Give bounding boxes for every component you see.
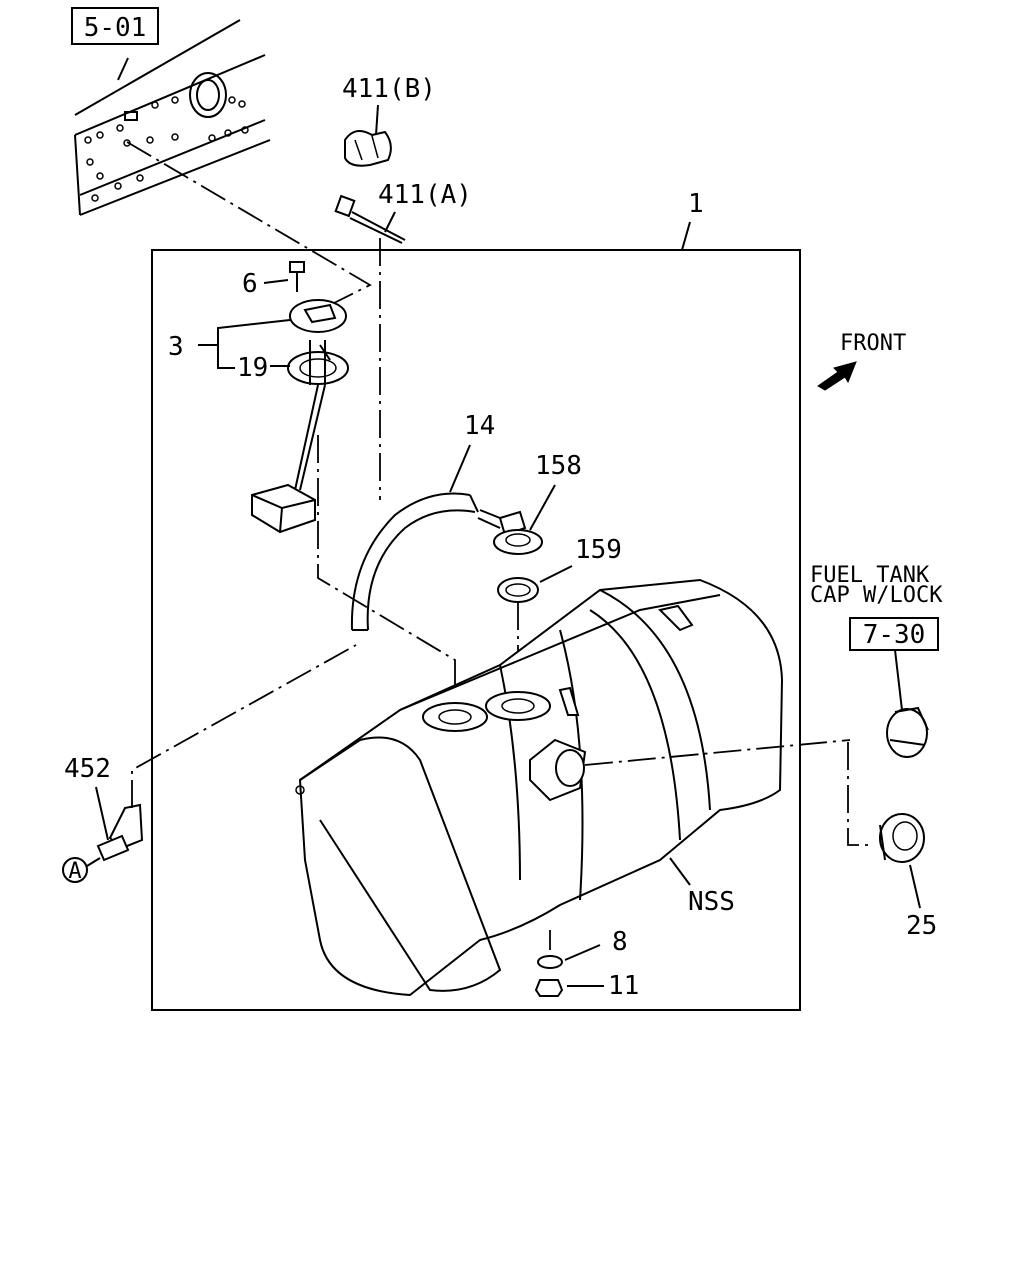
cap-label-line2: CAP W/LOCK (810, 583, 943, 608)
label-411a: 411(A) (378, 180, 472, 210)
label-19: 19 (237, 353, 268, 383)
screw-6 (289, 261, 305, 292)
cap-ref-label: 7-30 (863, 620, 926, 650)
label-11: 11 (608, 971, 639, 1001)
label-a: A (68, 859, 81, 884)
label-452: 452 (64, 754, 111, 784)
frame-rail (74, 19, 271, 216)
frame-ref-label: 5-01 (84, 13, 147, 43)
frame-ref-box: 5-01 (71, 7, 159, 45)
front-arrow (817, 361, 857, 391)
front-label: FRONT (840, 331, 906, 356)
breather-valve-158 (477, 509, 543, 555)
fuel-cap-25 (879, 813, 925, 863)
label-411b: 411(B) (342, 74, 436, 104)
gasket-159 (497, 577, 539, 603)
ref-circle-a (62, 857, 88, 883)
label-14: 14 (464, 411, 495, 441)
clip-411b (344, 130, 392, 167)
label-8: 8 (612, 927, 628, 957)
cap-ref-box: 7-30 (849, 617, 939, 651)
label-3: 3 (168, 332, 184, 362)
label-nss: NSS (688, 887, 735, 917)
label-1: 1 (688, 189, 704, 219)
label-159: 159 (575, 535, 622, 565)
label-25: 25 (906, 911, 937, 941)
drain-nut-11 (534, 979, 564, 997)
connector-452 (96, 803, 144, 862)
cable-tie-411a (334, 194, 406, 244)
assembly-box (151, 249, 801, 1011)
label-6: 6 (242, 269, 258, 299)
cap-label-line1: FUEL TANK (810, 563, 930, 588)
washer-8 (537, 955, 563, 969)
label-158: 158 (535, 451, 582, 481)
hose-14 (350, 492, 479, 631)
locking-cap (886, 706, 929, 758)
fuel-tank-nss (295, 578, 784, 997)
fuel-sender-unit-3 (251, 299, 349, 534)
